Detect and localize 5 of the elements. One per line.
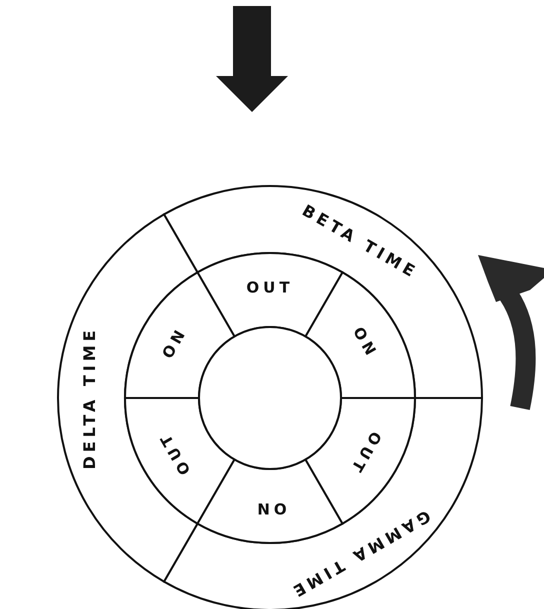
sector-label: ON bbox=[160, 324, 190, 362]
sector-label: DELTA TIME bbox=[82, 326, 98, 470]
sector-label: OUT bbox=[246, 280, 294, 296]
sector-label: ON bbox=[253, 500, 287, 516]
sector-label: ON bbox=[350, 324, 380, 362]
